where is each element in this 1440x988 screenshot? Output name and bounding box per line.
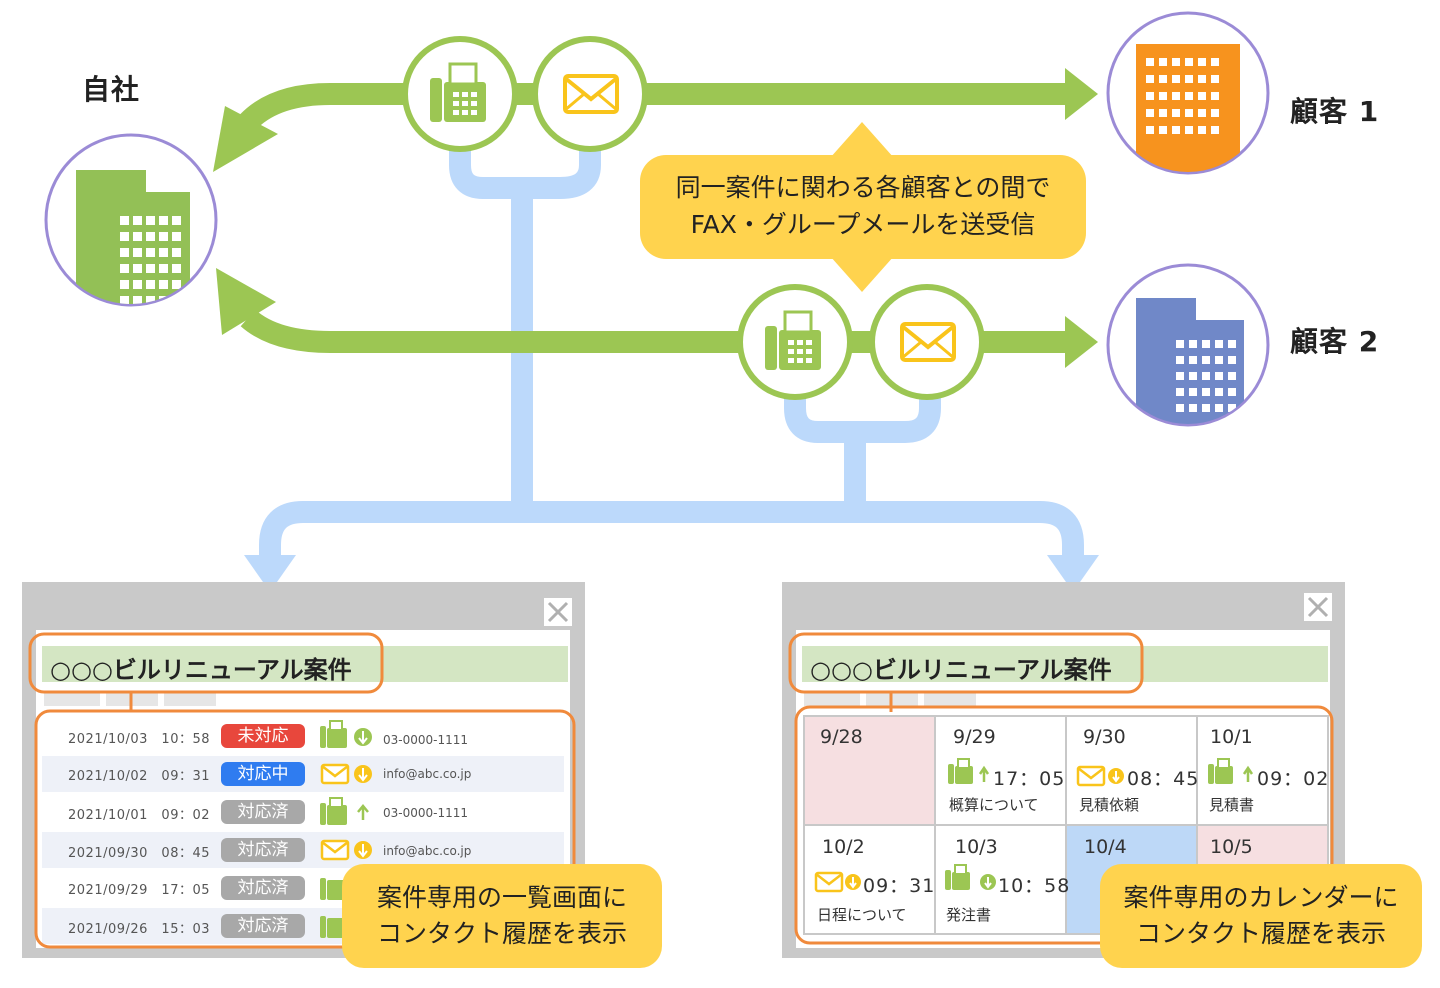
calendar-cell-note: 発注書 [946,906,992,924]
status-badge-done[interactable]: 対応済 [221,876,305,900]
own-company-label: 自社 [82,73,141,106]
mail-icon-top [532,36,648,152]
list-row-datetime: 2021/09/26 15：03 [68,922,211,937]
arrow-to-customer1 [1065,68,1098,120]
calendar-window-title: ○○○ビルリニューアル案件 [810,656,1112,684]
arrow-to-own-top [213,106,278,172]
list-row-contact: info@abc.co.jp [383,844,472,858]
callout-list-line2: コンタクト履歴を表示 [376,919,627,948]
customer1-building-icon [1106,11,1270,175]
calendar-cell-date: 10/4 [1084,836,1127,858]
mail-icon [320,839,350,861]
mail-icon-bottom [869,284,985,400]
list-row-datetime: 2021/10/02 09：31 [68,769,211,784]
fax-icon [320,797,347,825]
pipe-arrow-left [244,555,296,592]
sent-icon [1242,765,1254,782]
arrow-to-customer2 [1065,316,1098,368]
mail-icon [1076,765,1106,787]
pipe-arrow-right [1047,555,1099,592]
list-row-datetime: 2021/10/01 09：02 [68,808,211,823]
fax-icon [945,864,970,890]
received-icon [354,728,372,746]
sent-icon [978,765,990,782]
received-icon [845,874,861,890]
fax-icon [320,720,347,748]
calendar-cell-date: 9/28 [820,726,863,748]
calendar-icons [814,758,1254,893]
calendar-cell-time: 08：45 [1127,768,1200,790]
calendar-cell-date: 9/30 [1083,726,1126,748]
list-row-contact: 03-0000-1111 [383,733,469,747]
calendar-cell-date: 10/5 [1210,836,1253,858]
callout-shared-line1: 同一案件に関わる各顧客との間で [675,173,1051,202]
received-icon [354,841,372,859]
calendar-cell-time: 17：05 [993,768,1066,790]
calendar-cell-date: 10/3 [955,836,998,858]
status-badge-done[interactable]: 対応済 [221,914,305,938]
green-arrows [240,83,1075,353]
list-row-contact: 03-0000-1111 [383,806,469,820]
status-badge-done[interactable]: 対応済 [221,838,305,862]
status-badge-in-progress[interactable]: 対応中 [221,762,305,786]
callout-calendar-line1: 案件専用のカレンダーに [1123,883,1399,912]
list-row-contact: info@abc.co.jp [383,767,472,781]
calendar-cell-time: 09：02 [1257,768,1330,790]
callout-list-bubble [342,864,662,968]
mail-icon [814,871,844,893]
callout-calendar-line2: コンタクト履歴を表示 [1135,919,1386,948]
mail-icon [320,763,350,785]
callout-calendar-bubble [1100,864,1422,968]
customer2-label: 顧客 2 [1290,325,1380,358]
calendar-cell-note: 見積書 [1209,796,1255,814]
list-row-datetime: 2021/10/03 10：58 [68,732,211,747]
list-row-icons [320,720,372,938]
received-icon [1108,768,1124,784]
close-icon-list [547,601,569,623]
received-icon [354,765,372,783]
fax-icon-bottom [737,284,853,400]
sent-icon [357,804,369,820]
calendar-cell-date: 10/2 [822,836,865,858]
blue-pipes [259,145,1084,560]
close-icon-calendar [1307,596,1329,618]
fax-icon [1208,758,1233,784]
calendar-cell-date: 10/1 [1210,726,1253,748]
calendar-cell-time: 10：58 [998,875,1071,897]
received-icon [980,874,996,890]
fax-icon [948,758,973,784]
callout-list-line1: 案件専用の一覧画面に [376,883,627,912]
calendar-cell-note: 概算について [949,796,1039,814]
calendar-cell-note: 見積依頼 [1079,796,1140,814]
calendar-cell-note: 日程について [817,906,907,924]
callout-shared-line2: FAX・グループメールを送受信 [690,210,1036,239]
list-row-datetime: 2021/09/29 17：05 [68,883,211,898]
fax-icon-top [402,36,518,152]
status-badge-done[interactable]: 対応済 [221,800,305,824]
customer1-label: 顧客 1 [1290,95,1380,128]
status-badge-new[interactable]: 未対応 [221,724,305,748]
customer2-building-icon [1106,263,1270,427]
list-window-title: ○○○ビルリニューアル案件 [50,656,352,684]
calendar-cell-date: 9/29 [953,726,996,748]
callout-shared-communication [640,122,1086,292]
list-row-datetime: 2021/09/30 08：45 [68,846,211,861]
calendar-cell-time: 09：31 [863,875,936,897]
own-company-icon [44,133,218,307]
arrow-to-own-bottom [216,268,276,335]
